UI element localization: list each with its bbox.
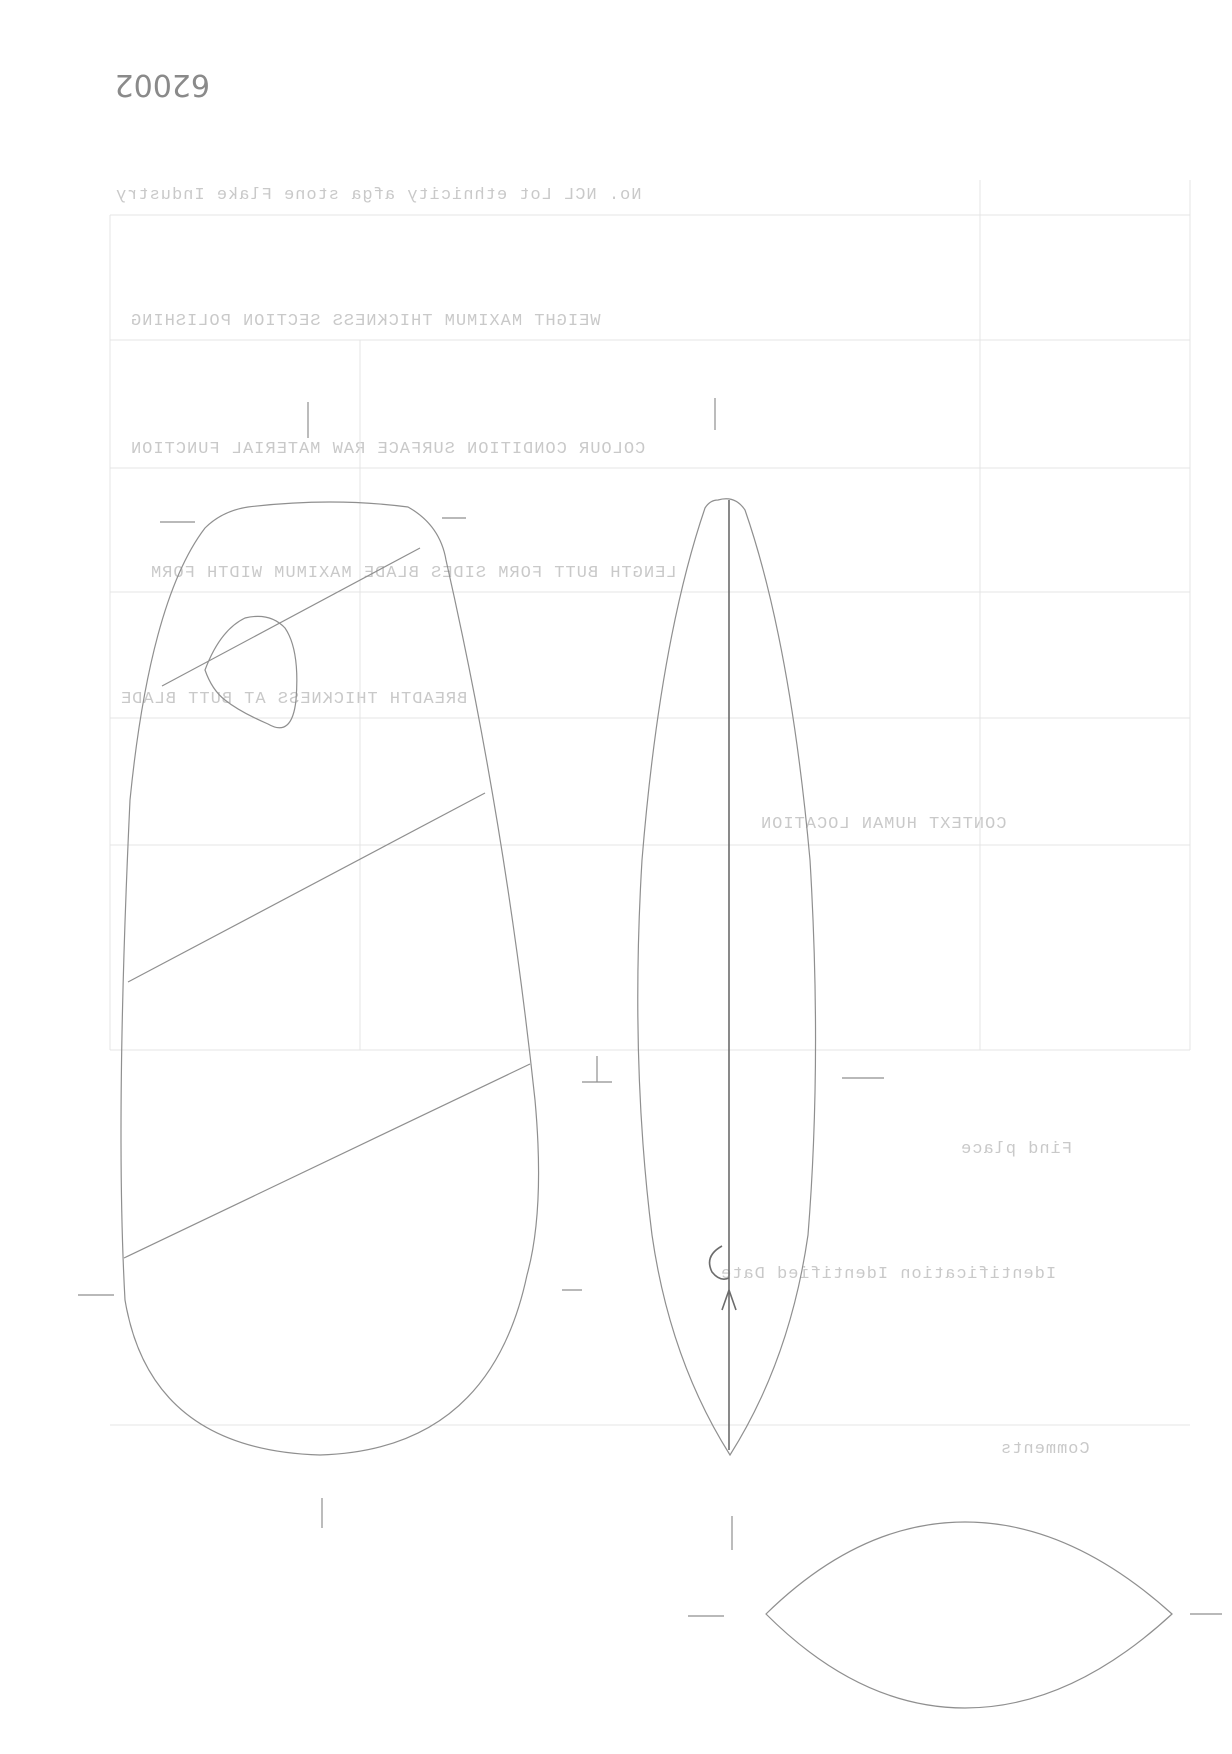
cross-section-outline: [765, 1521, 1173, 1709]
ridge-line-2: [127, 792, 486, 983]
side-view-arrow: [708, 1245, 737, 1311]
cross-section: [688, 1521, 1222, 1709]
front-view: [78, 402, 582, 1528]
side-view-outline: [637, 498, 817, 1457]
front-view-outline: [120, 501, 540, 1456]
ridge-line-3: [123, 1063, 531, 1259]
side-view: [582, 398, 884, 1550]
flake-scar: [204, 615, 298, 729]
ridge-line-1: [161, 547, 421, 687]
form-grid-ghost: [109, 180, 1191, 1426]
